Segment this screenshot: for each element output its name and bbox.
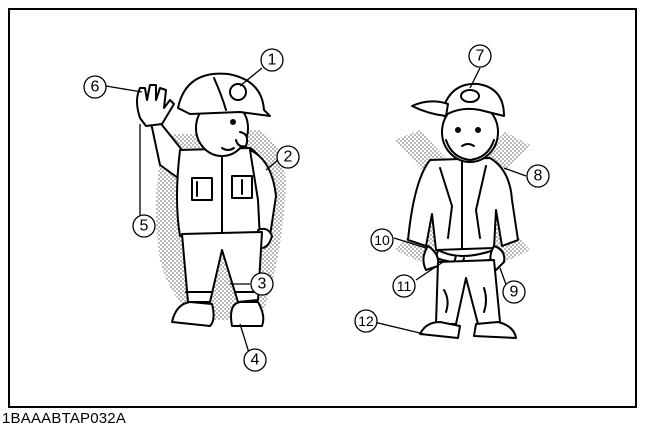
callout-2: 2 bbox=[284, 149, 293, 166]
callout-10: 10 bbox=[374, 232, 390, 248]
callout-4: 4 bbox=[251, 352, 260, 369]
callout-7: 7 bbox=[476, 48, 485, 65]
figure-code: 1BAAABTAP032A bbox=[2, 410, 126, 427]
callout-12: 12 bbox=[358, 313, 374, 329]
callout-11: 11 bbox=[397, 278, 412, 294]
callout-6: 6 bbox=[91, 79, 100, 96]
callout-8: 8 bbox=[534, 168, 543, 185]
sandals bbox=[420, 322, 460, 338]
callout-9: 9 bbox=[510, 284, 519, 301]
glove bbox=[137, 85, 174, 126]
callout-3: 3 bbox=[258, 276, 267, 293]
callout-1: 1 bbox=[268, 52, 277, 69]
callout-5: 5 bbox=[140, 218, 149, 235]
helmet bbox=[178, 74, 270, 116]
safety-shoes bbox=[172, 302, 214, 326]
